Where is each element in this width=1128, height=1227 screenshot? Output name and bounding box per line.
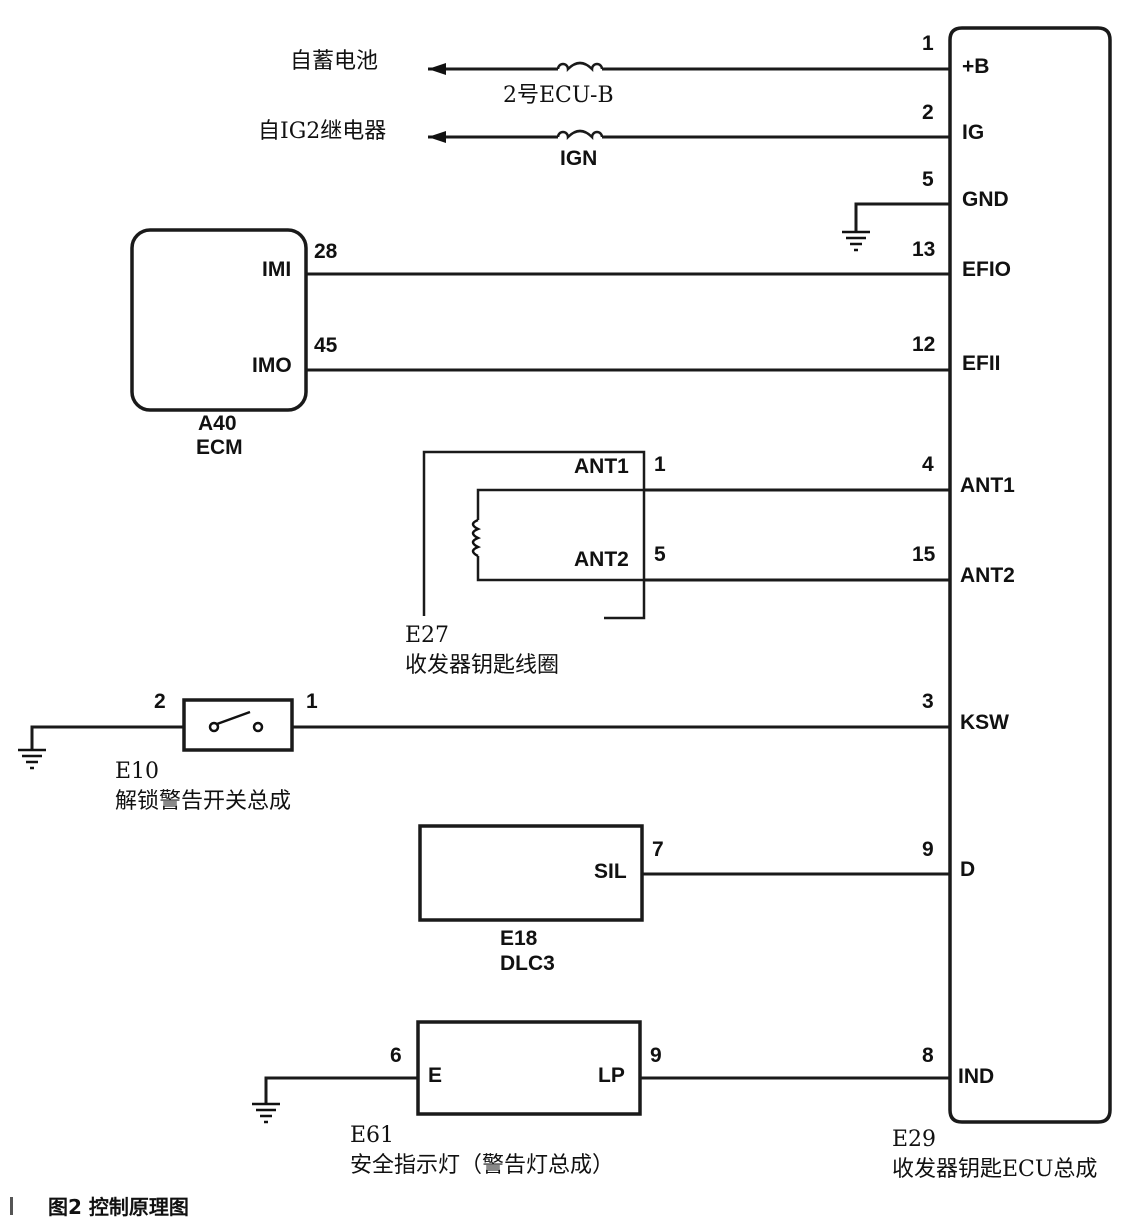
coil-name: 收发器钥匙线圈 — [405, 653, 559, 678]
wire-gnd — [854, 202, 950, 232]
ecm-code: A40 — [198, 412, 237, 435]
coil-winding-wire — [476, 488, 644, 520]
ecm-name: ECM — [196, 436, 243, 459]
coil-ant1-pin: 1 — [654, 453, 666, 476]
lamp-lp-label: LP — [598, 1064, 625, 1087]
ecu-sig-ant2: ANT2 — [960, 564, 1015, 587]
ecu-sig-ig: IG — [962, 121, 984, 144]
ecu-pin-num-ant2: 15 — [912, 543, 936, 566]
coil-box — [422, 450, 646, 620]
lamp-lp-pin: 9 — [650, 1044, 662, 1067]
ecu-pin-num-b: 1 — [922, 32, 934, 55]
ground-icon-ecu — [842, 230, 870, 252]
ecu-pin-num-ksw: 3 — [922, 690, 934, 713]
coil-ant2-pin: 5 — [654, 543, 666, 566]
ecu-sig-ind: IND — [958, 1065, 994, 1088]
switch-pin-right: 1 — [306, 690, 318, 713]
ground-icon-switch — [18, 748, 46, 770]
switch-icon — [208, 710, 264, 733]
ecu-sig-gnd: GND — [962, 188, 1009, 211]
ecm-imi-pin: 28 — [314, 240, 338, 263]
ecu-pin-num-ig: 2 — [922, 101, 934, 124]
ecm-imi-label: IMI — [262, 258, 291, 281]
lamp-box — [416, 1020, 642, 1116]
ecu-pin-num-gnd: 5 — [922, 168, 934, 191]
ig2-label: 自IG2继电器 — [258, 119, 386, 144]
ecu-sig-ant1: ANT1 — [960, 474, 1015, 497]
arrow-battery — [428, 63, 446, 75]
ecu-sig-d: D — [960, 858, 975, 881]
wire-lamp-gnd — [264, 1076, 418, 1104]
coil-winding-wire-bottom — [476, 556, 644, 582]
ecu-code: E29 — [892, 1127, 936, 1152]
dlc-sil-label: SIL — [594, 860, 627, 883]
ecu-pin-num-ind: 8 — [922, 1044, 934, 1067]
ecu-box — [948, 26, 1112, 1124]
coil-ant2-label: ANT2 — [574, 548, 629, 571]
lamp-e-label: E — [428, 1064, 442, 1087]
ecu-name: 收发器钥匙ECU总成 — [892, 1157, 1097, 1182]
battery-label: 自蓄电池 — [290, 49, 378, 74]
ecm-imo-label: IMO — [252, 354, 292, 377]
dlc-code: E18 — [500, 927, 538, 950]
switch-code: E10 — [115, 759, 159, 784]
ecu-sig-efio: EFIO — [962, 258, 1011, 281]
dlc-sil-pin: 7 — [652, 838, 664, 861]
lamp-e-pin: 6 — [390, 1044, 402, 1067]
coil-icon — [471, 518, 482, 558]
fuse-ign-label: IGN — [560, 147, 597, 170]
ecu-pin-num-ant1: 4 — [922, 453, 934, 476]
ecm-imo-pin: 45 — [314, 334, 338, 357]
lamp-code: E61 — [350, 1123, 394, 1148]
fuse-ecu-b-label: 2号ECU-B — [503, 83, 614, 108]
ecu-sig-b: +B — [962, 55, 989, 78]
fuse-ecu-b — [556, 61, 604, 73]
caption-bar — [10, 1197, 13, 1215]
arrow-ig2 — [428, 131, 446, 143]
fuse-ign — [556, 129, 604, 141]
ecu-sig-efii: EFII — [962, 352, 1001, 375]
switch-box — [182, 698, 294, 752]
switch-pin-left: 2 — [154, 690, 166, 713]
ecm-box — [130, 228, 308, 412]
ecu-sig-ksw: KSW — [960, 711, 1009, 734]
ecu-pin-num-d: 9 — [922, 838, 934, 861]
ground-icon-lamp — [252, 1102, 280, 1124]
wire-switch-gnd — [30, 725, 184, 750]
ecu-pin-num-efii: 12 — [912, 333, 935, 356]
figure-caption: 图2 控制原理图 — [48, 1195, 189, 1219]
coil-ant1-label: ANT1 — [574, 455, 629, 478]
ecu-pin-num-efio: 13 — [912, 238, 935, 261]
lamp-name: 安全指示灯（警告灯总成） — [350, 1153, 614, 1178]
switch-name: 解锁警告开关总成 — [115, 789, 291, 814]
coil-code: E27 — [405, 623, 449, 648]
dlc-name: DLC3 — [500, 952, 555, 975]
